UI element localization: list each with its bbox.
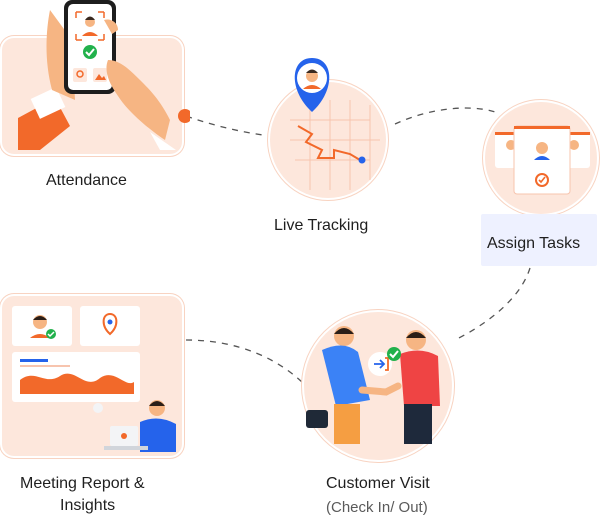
assign-tasks-label-box	[481, 214, 597, 266]
handshake-illustration	[306, 326, 440, 444]
customer-visit-label: Customer Visit	[326, 475, 430, 492]
meeting-report-label-line1: Meeting Report &	[20, 475, 145, 492]
assign-tasks-label: Assign Tasks	[487, 235, 581, 252]
report-dashboard-illustration	[12, 306, 176, 452]
meeting-report-label-line2: Insights	[60, 497, 116, 514]
task-cards-illustration	[495, 125, 590, 195]
map-route-illustration	[290, 58, 380, 190]
location-pin-icon	[294, 58, 330, 112]
customer-visit-sublabel: (Check In/ Out)	[326, 499, 428, 516]
attendance-illustration	[18, 0, 190, 150]
live-tracking-label: Live Tracking	[274, 217, 369, 234]
check-icon	[83, 45, 97, 59]
briefcase-icon	[306, 410, 328, 428]
attendance-label: Attendance	[46, 172, 127, 189]
check-icon	[387, 347, 401, 361]
